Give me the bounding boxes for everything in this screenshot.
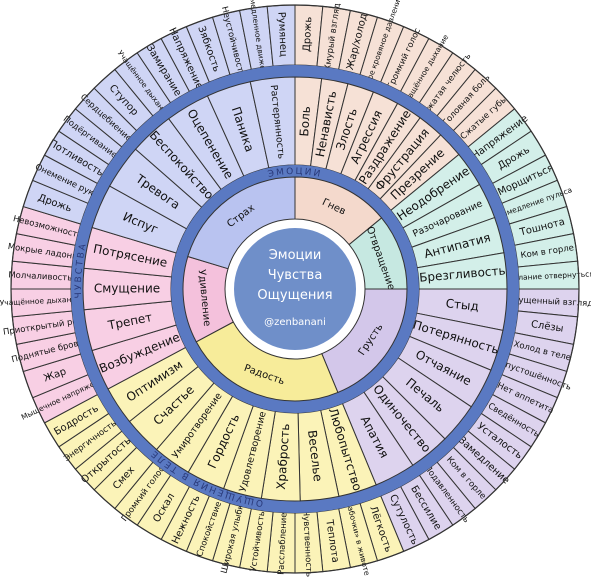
center-line-3: Ощущения <box>257 288 332 303</box>
feeling-label: Боль <box>297 106 313 137</box>
sensations-band <box>71 65 519 513</box>
sensation-label: Чувственность <box>300 510 313 577</box>
center-disc <box>232 226 358 352</box>
sensation-label: Расслабление <box>276 512 289 575</box>
band-label-feelings: ЧУВСТВА <box>74 241 89 298</box>
center-line-1: Эмоции <box>269 248 322 263</box>
center-handle: @zenbanani <box>264 317 326 328</box>
feelings-band <box>171 165 419 413</box>
emotions-ring: ГневОтвращениеГрустьРадостьУдивлениеСтра… <box>182 176 408 402</box>
emotion-cell <box>187 176 296 270</box>
band-label-emotions: ЭМОЦИИ <box>267 167 323 180</box>
sensation-label: Желание отвернуться <box>505 269 591 282</box>
sensation-label: Дрожь <box>302 16 315 52</box>
band-label-feelings-path: ЧУВСТВА <box>74 241 87 298</box>
band-label-emotions-path: ЭМОЦИИ <box>267 167 321 180</box>
sensation-label: Слёзы <box>530 319 564 335</box>
sensation-label: Молчаливость <box>8 270 72 283</box>
feeling-label: Стыд <box>445 296 479 313</box>
center-title: Эмоции Чувства Ощущения @zenbanani <box>257 248 332 328</box>
feeling-label: Смущение <box>94 282 160 296</box>
outer-border <box>10 4 580 574</box>
feeling-label: Веселье <box>305 429 325 482</box>
center-line-2: Чувства <box>268 268 323 283</box>
sensation-label: Учащённое дыхание <box>0 295 81 308</box>
feeling-label: Храбрость <box>274 423 292 490</box>
sensation-label: Опущенный взгляд <box>506 295 591 309</box>
sensation-label: Румянец <box>275 12 288 58</box>
